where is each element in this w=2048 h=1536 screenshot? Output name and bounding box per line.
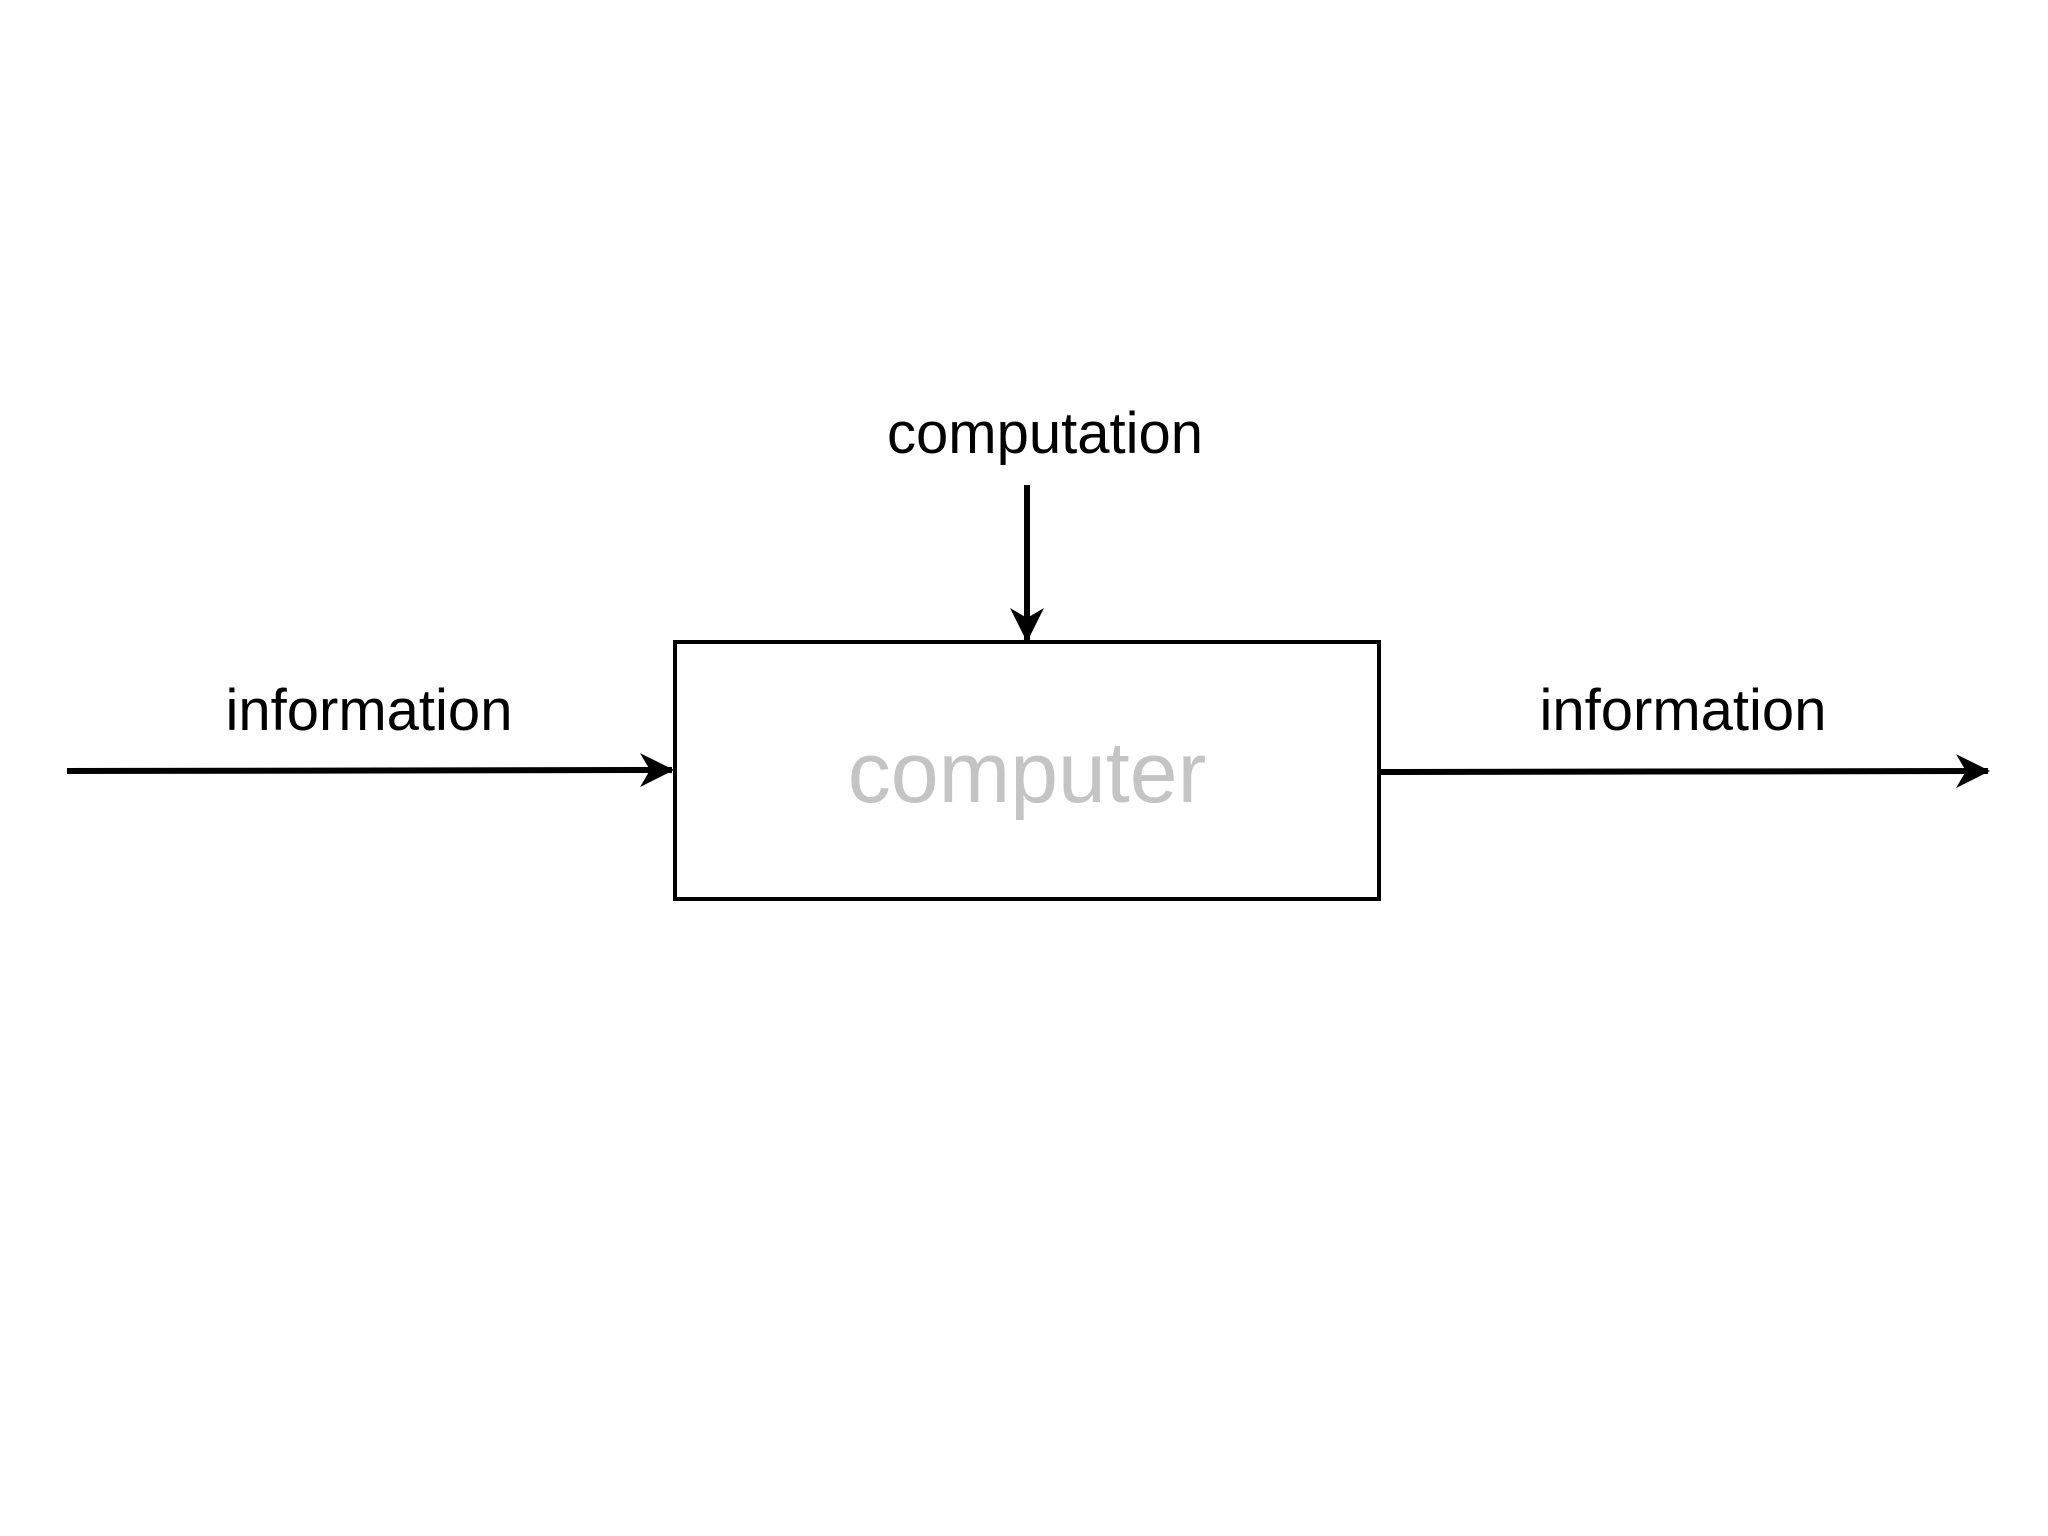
computation-label: computation	[887, 401, 1203, 466]
input-information-label: information	[226, 678, 513, 743]
input-information-arrow	[66, 753, 674, 788]
output-information-arrow	[1380, 754, 1990, 789]
output-information-label: information	[1540, 678, 1827, 743]
computer-box	[673, 640, 1381, 901]
computer-box-label: computer	[848, 725, 1207, 821]
